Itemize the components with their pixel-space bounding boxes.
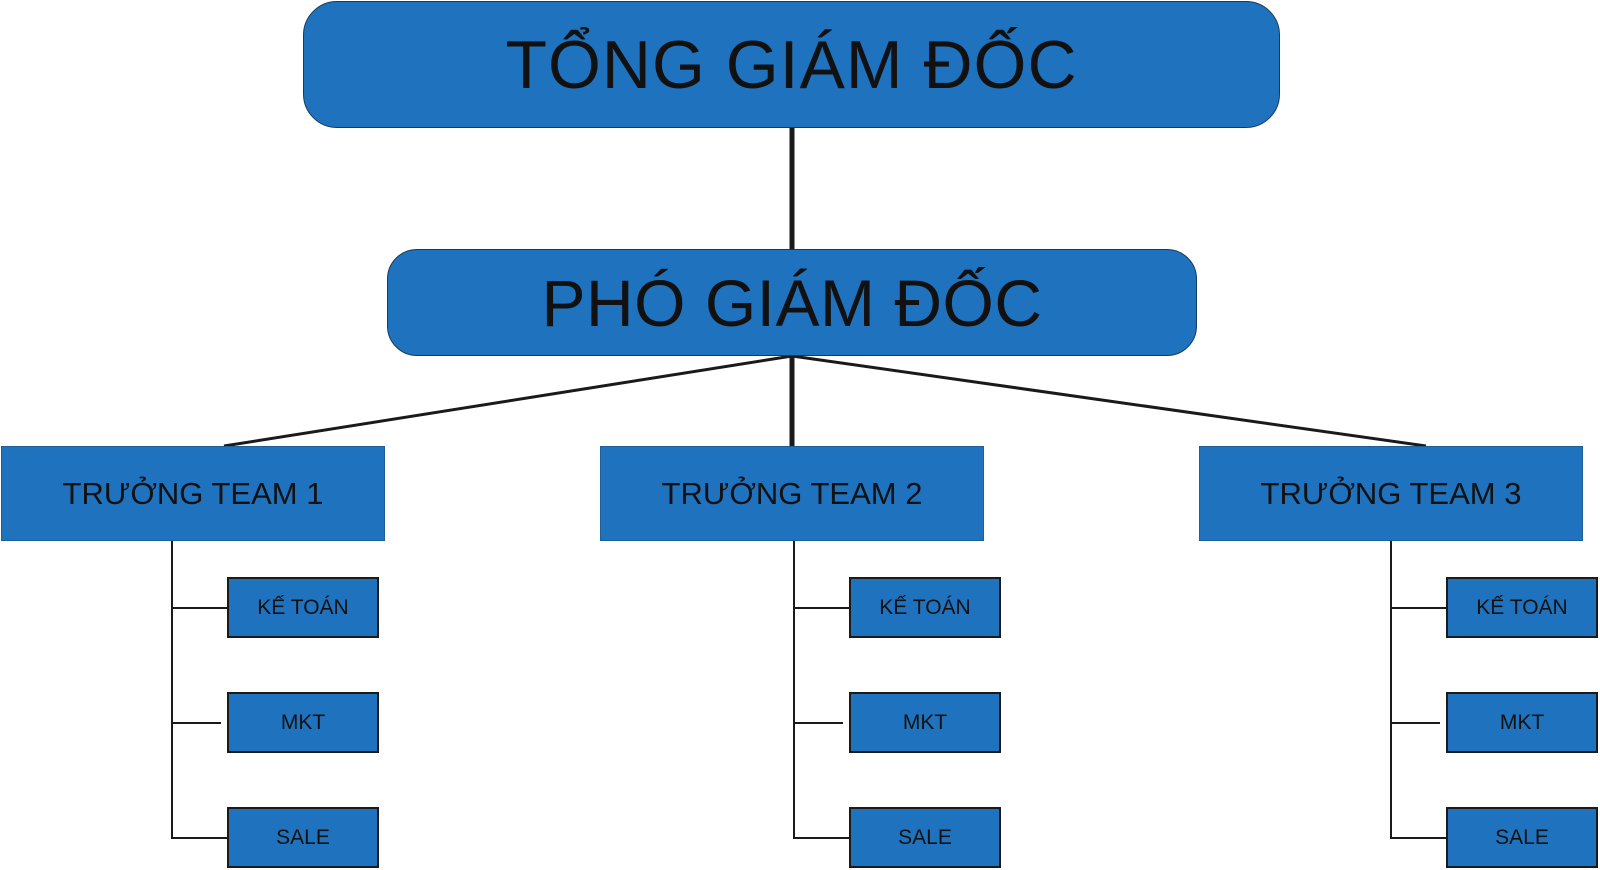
team-1-accounting-label: KẾ TOÁN xyxy=(257,595,349,619)
team-1-lead-box: TRƯỞNG TEAM 1 xyxy=(1,446,385,541)
team-3-lead-box: TRƯỞNG TEAM 3 xyxy=(1199,446,1583,541)
team-1-mkt-box: MKT xyxy=(227,692,379,753)
team-1-lead-label: TRƯỞNG TEAM 1 xyxy=(62,475,324,511)
team-1-sale-label: SALE xyxy=(276,825,330,849)
deputy-director-label: PHÓ GIÁM ĐỐC xyxy=(541,265,1043,340)
team-3-sale-label: SALE xyxy=(1495,825,1549,849)
ceo-label: TỔNG GIÁM ĐỐC xyxy=(505,26,1078,103)
team-2-accounting-label: KẾ TOÁN xyxy=(879,595,971,619)
team-2-lead-box: TRƯỞNG TEAM 2 xyxy=(600,446,984,541)
team-2-mkt-box: MKT xyxy=(849,692,1001,753)
team-3-accounting-box: KẾ TOÁN xyxy=(1446,577,1598,638)
team-2-lead-label: TRƯỞNG TEAM 2 xyxy=(661,475,923,511)
team-3-sale-box: SALE xyxy=(1446,807,1598,868)
team-3-mkt-box: MKT xyxy=(1446,692,1598,753)
deputy-director-box: PHÓ GIÁM ĐỐC xyxy=(387,249,1197,356)
team-1-mkt-label: MKT xyxy=(280,710,326,734)
team-3-mkt-label: MKT xyxy=(1499,710,1545,734)
team-2-accounting-box: KẾ TOÁN xyxy=(849,577,1001,638)
team-2-sale-label: SALE xyxy=(898,825,952,849)
team-2-mkt-label: MKT xyxy=(902,710,948,734)
ceo-box: TỔNG GIÁM ĐỐC xyxy=(303,1,1280,128)
team-1-accounting-box: KẾ TOÁN xyxy=(227,577,379,638)
team-3-lead-label: TRƯỞNG TEAM 3 xyxy=(1260,475,1522,511)
connector-deputy-team-1 xyxy=(223,354,793,448)
team-3-accounting-label: KẾ TOÁN xyxy=(1476,595,1568,619)
connector-deputy-team-3 xyxy=(791,354,1427,448)
team-1-sale-box: SALE xyxy=(227,807,379,868)
team-2-sale-box: SALE xyxy=(849,807,1001,868)
